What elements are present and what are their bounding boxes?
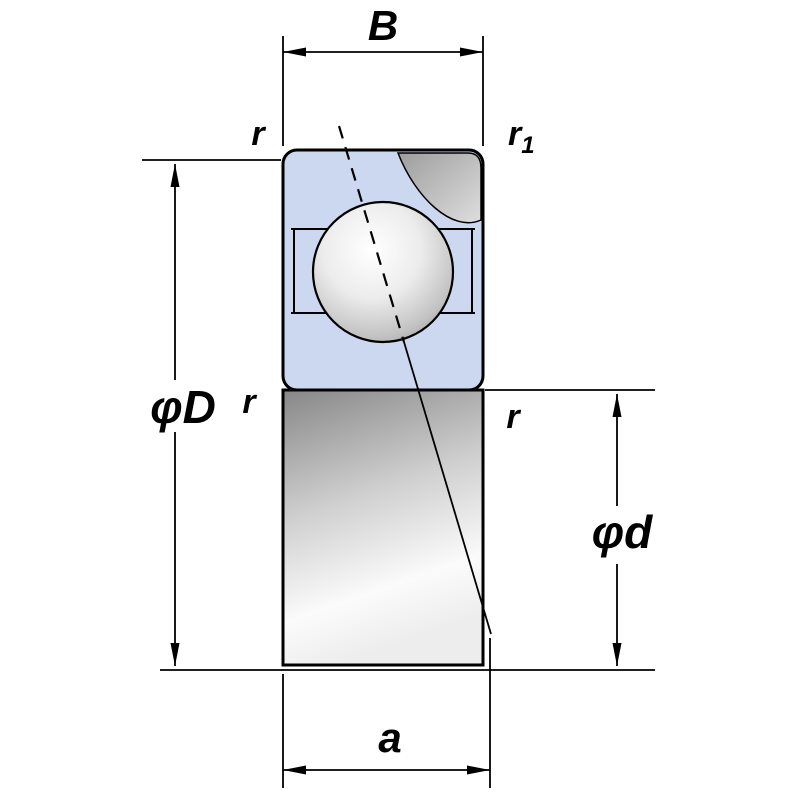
dimension-B: B [282, 2, 484, 146]
bearing-ball [311, 200, 455, 344]
dimension-phid: φd [160, 389, 655, 671]
dimension-phiD: φD [142, 159, 281, 666]
label-a: a [378, 714, 401, 761]
label-r1-top-right: r1 [508, 115, 535, 159]
contact-angle-line [403, 341, 492, 635]
label-r-mid-left: r [242, 383, 257, 421]
label-phiD: φD [150, 381, 216, 433]
label-r-top-left: r [251, 115, 266, 153]
cage-pocket-left [291, 228, 328, 314]
cage-pocket-right [438, 228, 475, 314]
contact-angle-dashed-line [337, 125, 406, 343]
counterbore-shading [396, 152, 482, 224]
label-B: B [368, 2, 398, 49]
label-phid: φd [592, 506, 653, 558]
label-r-mid-right: r [506, 398, 521, 436]
dimension-a: a [282, 638, 491, 788]
inner-ring-section [281, 388, 485, 667]
